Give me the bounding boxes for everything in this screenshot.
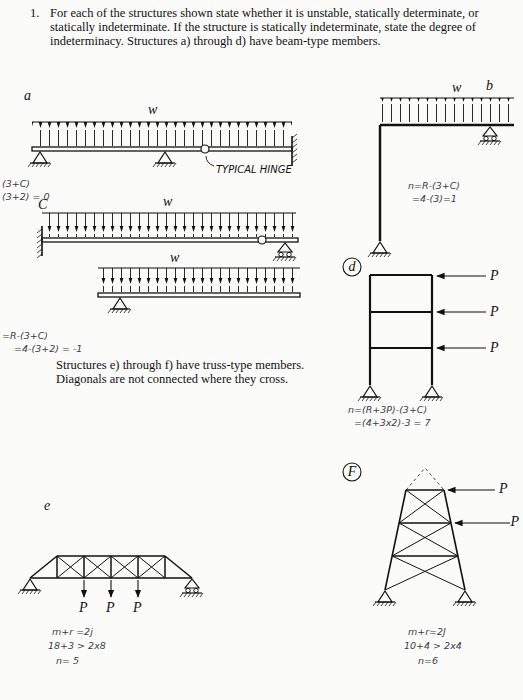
structure-letter: C [38,197,47,213]
structure-letter: e [44,498,50,514]
structure-letter: b [486,78,493,94]
handwritten-note: =4-(3+2) = -1 [14,343,82,354]
handwritten-note: 18+3 > 2x8 [48,640,106,651]
question-text: For each of the structures shown state w… [50,6,495,48]
handwritten-note: n=R-(3+C) [408,180,460,191]
load-label: P [490,340,499,356]
structure-letter: d [349,259,356,275]
handwritten-note: =R-(3+C) [2,330,48,341]
handwritten-note: n=6 [418,655,438,666]
load-label: w [163,194,172,210]
handwritten-note: n= 5 [56,655,79,666]
load-label: P [106,600,115,616]
handwritten-note: =(4+3x2)-3 = 7 [354,417,431,428]
load-label: w [170,250,179,266]
handwritten-note: n=(R+3P)-(3+C) [348,404,427,415]
item-number: 1. [30,6,39,20]
hinge-callout: TYPICAL HINGE [216,164,292,175]
handwritten-note: =4-(3)=1 [412,193,457,204]
handwritten-note: (3+C) [2,178,30,189]
load-label: w [452,80,461,96]
load-label: P [499,481,508,497]
structure-letter: a [24,88,31,104]
load-label: w [148,102,157,118]
load-label: P [79,600,88,616]
handwritten-note: 10+4 > 2x4 [404,640,462,651]
load-label: P [133,600,142,616]
structure-letter: F [348,464,357,480]
handwritten-note: m+r =2j [52,626,93,637]
load-label: P [510,514,519,530]
load-label: P [490,304,499,320]
instruction-text: Structures e) through f) have truss-type… [56,358,346,386]
handwritten-note: m+r=2J [408,626,446,637]
load-label: P [490,268,499,284]
